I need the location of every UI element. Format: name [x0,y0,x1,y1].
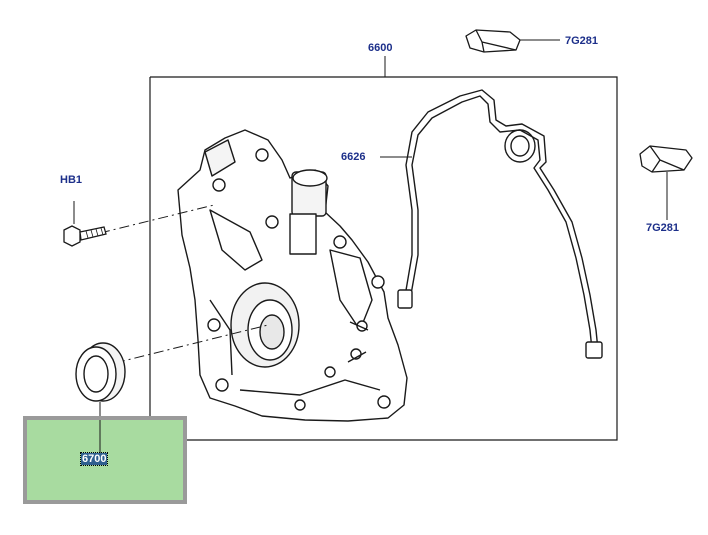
callout-7g281-top[interactable]: 7G281 [565,35,599,47]
clip-7g281-right [639,145,693,220]
assembly-frame [149,76,618,441]
assembly-lines [99,204,269,364]
crankshaft-seal-6700 [75,342,126,453]
selected-part-highlight[interactable] [23,416,187,504]
oil-pump-front-cover [177,129,408,422]
callout-6700-selected[interactable]: 6700 [79,452,109,466]
callout-7g281-right[interactable]: 7G281 [646,222,680,234]
bolt-hb1 [63,201,107,247]
callout-6600[interactable]: 6600 [368,42,393,54]
callout-hb1[interactable]: HB1 [60,174,83,186]
clip-7g281-top [465,29,560,53]
gasket-6626 [380,89,603,359]
callout-6626[interactable]: 6626 [341,151,366,163]
